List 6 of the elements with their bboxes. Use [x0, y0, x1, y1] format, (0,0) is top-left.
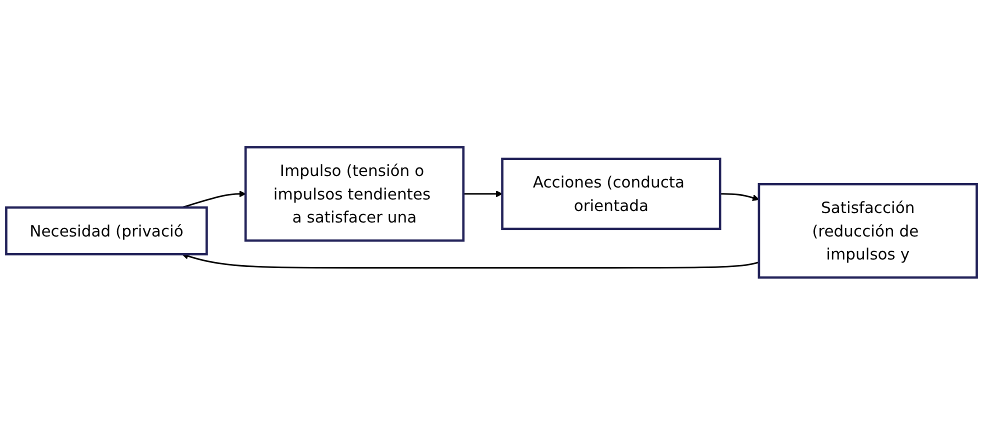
node-box: Acciones (conducta orientada	[501, 157, 722, 230]
arrow	[463, 190, 503, 197]
node-box: Impulso (tensión o impulsos tendientes a satisfacer una	[244, 146, 465, 242]
arrow	[720, 192, 760, 201]
node-box: Satisfacción (reducción de impulsos y	[758, 182, 978, 278]
node-box: Necesidad (privació	[5, 206, 208, 255]
